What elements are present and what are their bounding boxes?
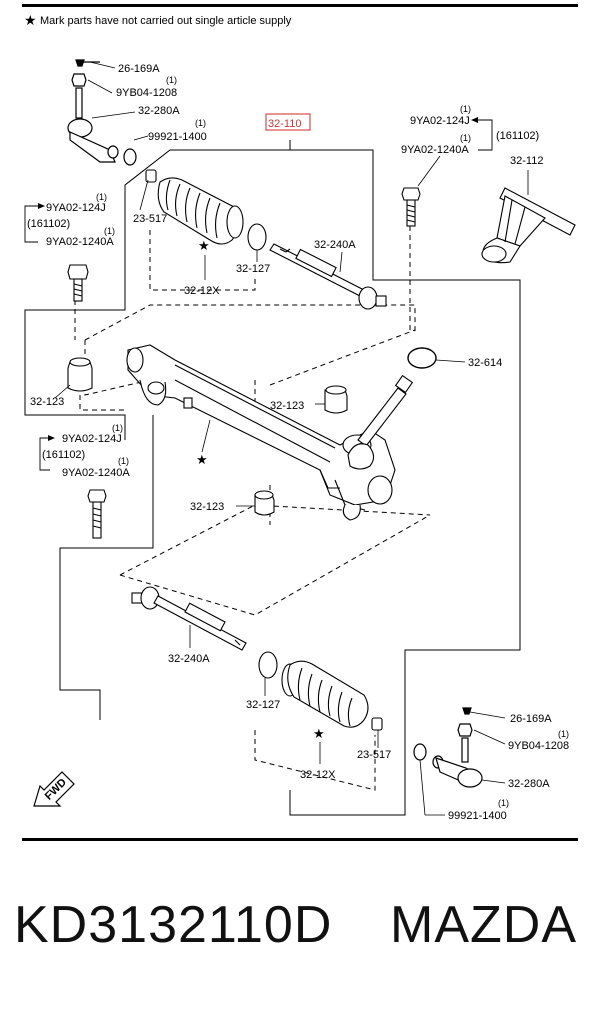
- mount-bushings: [67, 357, 348, 516]
- callout-99921-1400-bottom: 99921-1400: [448, 810, 507, 822]
- footer: KD3132110D MAZDA: [0, 895, 600, 975]
- star-lower-boot: ★: [313, 727, 325, 742]
- group-outline: [24, 113, 521, 816]
- star-upper-boot: ★: [198, 239, 210, 254]
- tie-rod-end-top: [67, 59, 137, 166]
- qty-9YB-top: (1): [166, 75, 177, 85]
- boot-upper: [145, 169, 267, 251]
- callout-161102-ml: (161102): [42, 449, 85, 461]
- callout-32-614: 32-614: [468, 357, 502, 369]
- callouts-mid-left-bolt: (1) 9YA02-124J (161102) (1) 9YA02-1240A: [39, 423, 130, 479]
- bolt-upper-left: [67, 264, 89, 302]
- callouts-mounts: 32-123 32-123 32-123: [30, 384, 325, 513]
- brand-name: MAZDA: [390, 896, 577, 954]
- inner-tie-rod-lower: [131, 586, 247, 651]
- qty-99921-top: (1): [195, 118, 206, 128]
- bottom-rule: [22, 838, 578, 841]
- callouts-bottom-right: 26-169A (1) 9YB04-1208 32-280A (1) 99921…: [419, 711, 569, 822]
- star-rack: ★: [196, 453, 208, 468]
- qty-9YB-bottom: (1): [558, 729, 569, 739]
- tie-rod-end-bottom: [413, 707, 483, 788]
- callouts-upper-right-bolt: (1) 9YA02-124J (161102) (1) 9YA02-1240A: [401, 104, 539, 187]
- callouts-upper-left-bolt: (1) 9YA02-124J (161102) (1) 9YA02-1240A: [24, 192, 115, 248]
- callout-9YA02-124J-ul: 9YA02-124J: [46, 202, 106, 214]
- input-shaft: [347, 374, 414, 470]
- steering-rack-diagram: ★ Mark parts have not carried out single…: [24, 13, 576, 822]
- boot-lower: [258, 651, 383, 731]
- callout-161102-ul: (161102): [27, 218, 70, 230]
- callout-9YB04-1208-top: 9YB04-1208: [116, 87, 177, 99]
- callout-26-169A-bottom: 26-169A: [510, 713, 552, 725]
- top-rule: [22, 4, 578, 7]
- callout-23-517-upper: 23-517: [133, 213, 167, 225]
- callouts-top-left: 26-169A (1) 9YB04-1208 32-280A (1) 99921…: [87, 61, 207, 143]
- callout-26-169A-top: 26-169A: [118, 63, 160, 75]
- callout-9YA02-1240A-ml: 9YA02-1240A: [62, 467, 130, 479]
- callout-9YA02-124J-ml: 9YA02-124J: [62, 433, 122, 445]
- callout-32-12X-lower: 32-12X: [300, 769, 336, 781]
- callouts-lower-boot: 32-127 32-12X 23-517: [246, 678, 391, 781]
- callout-23-517-lower: 23-517: [357, 749, 391, 761]
- qty-1240A-ul: (1): [104, 226, 115, 236]
- qty-124J-ul: (1): [96, 192, 107, 202]
- callout-32-12X-upper: 32-12X: [184, 285, 220, 297]
- callouts-lower-rod: 32-240A: [168, 625, 210, 665]
- callout-99921-1400-top: 99921-1400: [148, 131, 207, 143]
- star-mark: ★: [24, 13, 37, 29]
- qty-124J-ml: (1): [112, 423, 123, 433]
- callout-9YA02-1240A-ul: 9YA02-1240A: [46, 236, 114, 248]
- callouts-upper-rod: 32-240A: [314, 239, 356, 273]
- callout-32-127-upper: 32-127: [236, 263, 270, 275]
- bolt-upper-right: [401, 187, 421, 227]
- callouts-upper-boot: 23-517 32-12X 32-127: [133, 179, 270, 297]
- callout-161102-ur: (161102): [496, 130, 539, 142]
- callout-32-240A-lower: 32-240A: [168, 653, 210, 665]
- callout-32-123-mid: 32-123: [270, 400, 304, 412]
- qty-1240A-ml: (1): [118, 456, 129, 466]
- callout-32-123-left: 32-123: [30, 396, 64, 408]
- oring-32-614: [407, 347, 437, 369]
- cover-32-112: [481, 187, 576, 264]
- qty-99921-bottom: (1): [498, 798, 509, 808]
- callout-32-127-lower: 32-127: [246, 699, 280, 711]
- qty-124J-ur: (1): [460, 104, 471, 114]
- callout-32-123-lower: 32-123: [190, 501, 224, 513]
- bolt-mid-left: [87, 489, 107, 539]
- callout-32-112: 32-112: [510, 155, 543, 167]
- callout-32-280A-bottom: 32-280A: [508, 778, 550, 790]
- callout-9YA02-1240A-ur: 9YA02-1240A: [401, 144, 469, 156]
- callout-32-110-assembly: 32-110: [268, 118, 301, 130]
- inner-tie-rod-upper: [269, 243, 387, 310]
- fwd-arrow: [33, 771, 75, 807]
- callout-32-240A-upper: 32-240A: [314, 239, 356, 251]
- callout-32-280A-top: 32-280A: [138, 105, 180, 117]
- qty-1240A-ur: (1): [460, 133, 471, 143]
- callouts-cover: 32-112: [510, 155, 543, 195]
- callout-9YB04-1208-bottom: 9YB04-1208: [508, 740, 569, 752]
- callout-9YA02-124J-ur: 9YA02-124J: [410, 115, 470, 127]
- header-note: Mark parts have not carried out single a…: [40, 15, 292, 27]
- part-number: KD3132110D: [14, 896, 333, 954]
